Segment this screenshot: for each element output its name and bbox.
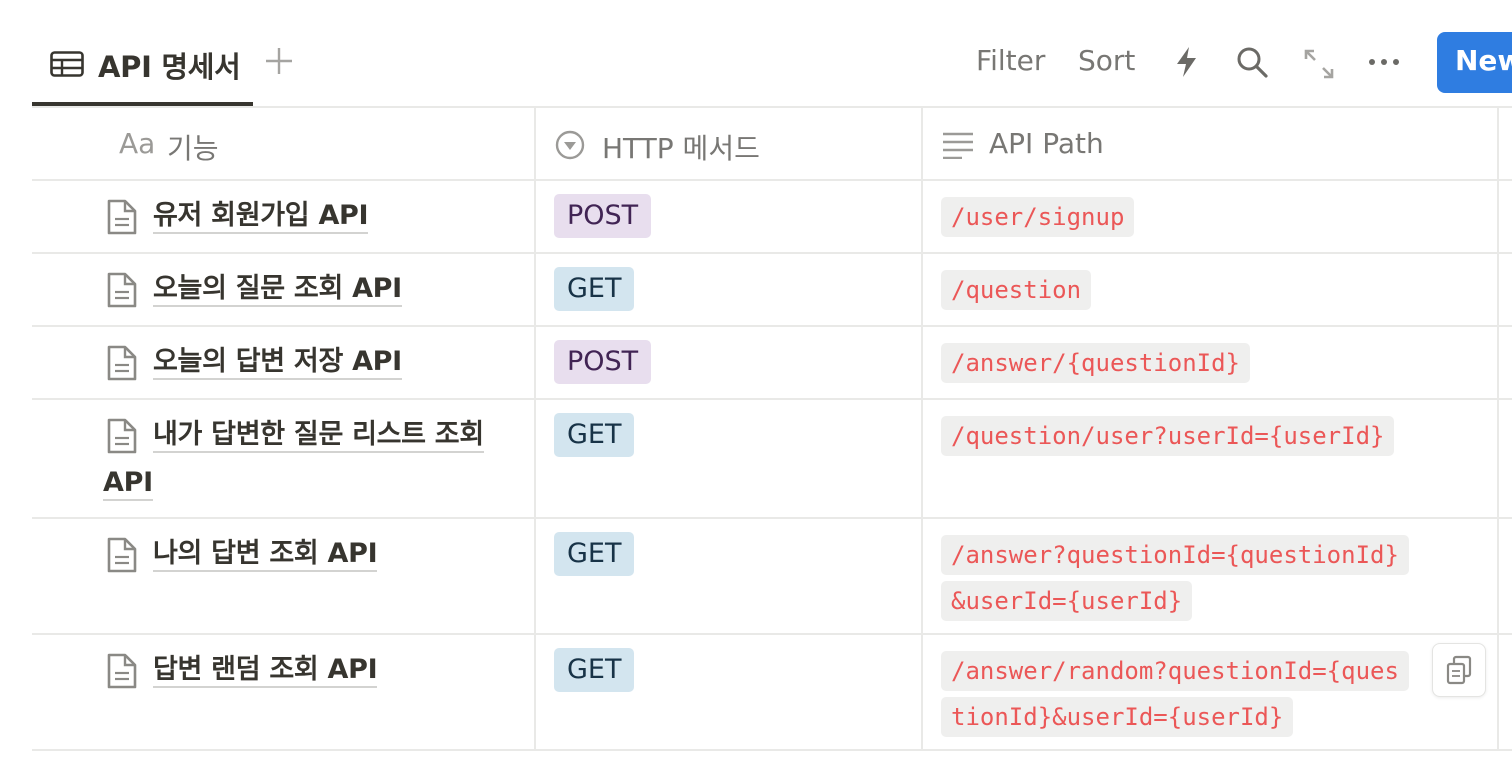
column-header-label: 기능 (167, 132, 219, 165)
header-border (32, 179, 1512, 181)
page-icon (107, 272, 137, 308)
api-path: /answer/{questionId} (941, 340, 1461, 386)
method-tag: GET (554, 532, 635, 576)
row-title[interactable]: 내가 답변한 질문 리스트 조회 API (103, 411, 518, 507)
row-title[interactable]: 오늘의 답변 저장 API (153, 338, 513, 386)
copy-button[interactable] (1432, 643, 1486, 697)
row-border (32, 325, 1512, 327)
column-header-label: HTTP 메서드 (602, 132, 760, 165)
row-title[interactable]: 유저 회원가입 API (153, 192, 513, 240)
method-tag: POST (554, 340, 652, 384)
page-icon (107, 199, 137, 235)
select-property-icon (555, 130, 585, 160)
page-icon (107, 653, 137, 689)
copy-icon (1446, 655, 1472, 685)
method-tag: GET (554, 648, 635, 692)
column-header-path[interactable]: API Path (940, 120, 1490, 168)
table-icon (50, 51, 84, 77)
column-divider (1497, 108, 1499, 751)
search-icon[interactable] (1235, 45, 1269, 79)
api-path: /question/user?userId={userId} (941, 413, 1461, 459)
method-tag: GET (554, 267, 635, 311)
tab-api-spec[interactable]: API 명세서 (32, 30, 253, 106)
row-border (32, 749, 1512, 751)
column-divider (921, 108, 923, 751)
database-toolbar: API 명세서 Filter Sort New (0, 0, 1512, 108)
filter-button[interactable]: Filter (976, 44, 1046, 77)
column-header-method[interactable]: HTTP 메서드 (552, 120, 917, 168)
method-tag: POST (554, 194, 652, 238)
row-title[interactable]: 나의 답변 조회 API (153, 530, 513, 578)
new-button[interactable]: New (1437, 32, 1512, 93)
sort-button[interactable]: Sort (1078, 44, 1136, 77)
api-path: /question (941, 267, 1461, 313)
api-path: /answer?questionId={questionId}&userId={… (941, 532, 1409, 624)
table-top-border (32, 106, 1512, 108)
row-border (32, 398, 1512, 400)
row-title[interactable]: 오늘의 질문 조회 API (153, 265, 513, 313)
row-border (32, 633, 1512, 635)
page-icon (107, 418, 137, 454)
column-divider (534, 108, 536, 751)
row-border (32, 517, 1512, 519)
text-property-icon (943, 132, 973, 159)
expand-icon[interactable] (1302, 47, 1336, 81)
more-icon[interactable] (1367, 45, 1401, 79)
page-icon (107, 537, 137, 573)
text-property-prefix: Aa (119, 127, 156, 160)
lightning-icon[interactable] (1170, 45, 1204, 79)
method-tag: GET (554, 413, 635, 457)
page-icon (107, 345, 137, 381)
row-title[interactable]: 답변 랜덤 조회 API (153, 646, 513, 694)
plus-icon[interactable] (262, 44, 296, 78)
tab-label: API 명세서 (98, 50, 241, 84)
api-path: /user/signup (941, 194, 1461, 240)
api-path: /answer/random?questionId={questionId}&u… (941, 648, 1409, 740)
column-header-name[interactable]: Aa 기능 (110, 120, 530, 168)
active-tab-indicator (32, 102, 253, 106)
row-border (32, 252, 1512, 254)
column-header-label: API Path (989, 127, 1104, 160)
